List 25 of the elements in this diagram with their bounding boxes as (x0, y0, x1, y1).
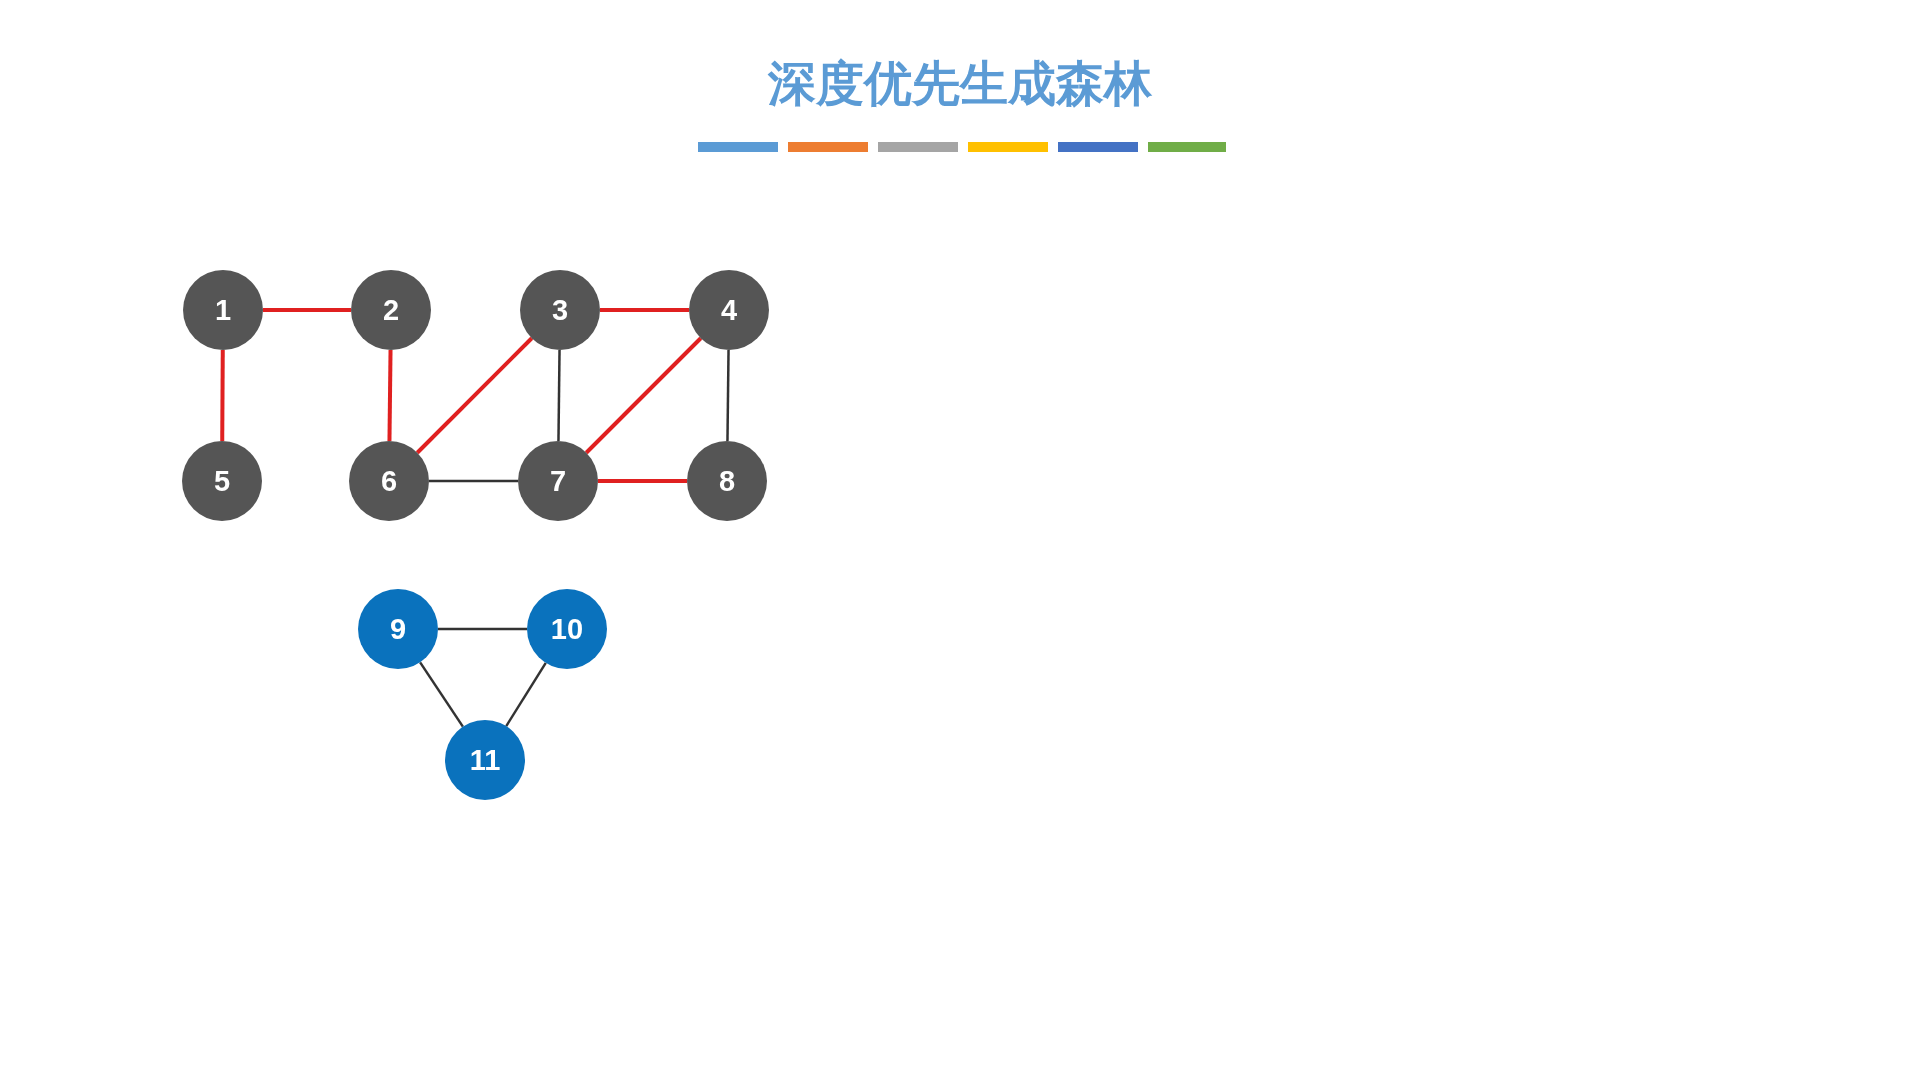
vertex-label: 4 (720, 293, 738, 327)
vertex-label: 8 (718, 464, 736, 498)
edge-line (557, 350, 561, 441)
vertex-label: 7 (549, 464, 567, 498)
vertex-label: 9 (389, 612, 407, 646)
vertex-label: 5 (213, 464, 231, 498)
edge-line (387, 349, 393, 442)
edge-line (419, 661, 464, 728)
vertex-label: 10 (550, 612, 584, 646)
edge-line (263, 308, 351, 312)
edge-line (598, 479, 687, 483)
vertex-label: 11 (469, 743, 501, 777)
edge-line (505, 662, 547, 727)
edge-line (220, 350, 225, 441)
vertex-label: 2 (382, 293, 400, 327)
vertex-label: 3 (551, 293, 569, 327)
edge-line (600, 308, 689, 312)
vertex-label: 6 (380, 464, 398, 498)
edge-line (438, 627, 527, 631)
edge-line (584, 336, 703, 455)
vertex-label: 1 (214, 293, 232, 327)
edge-line (415, 336, 534, 455)
title: 深度优先生成森林 (767, 54, 1153, 113)
edge-line (429, 479, 518, 483)
edge-line (726, 350, 730, 441)
